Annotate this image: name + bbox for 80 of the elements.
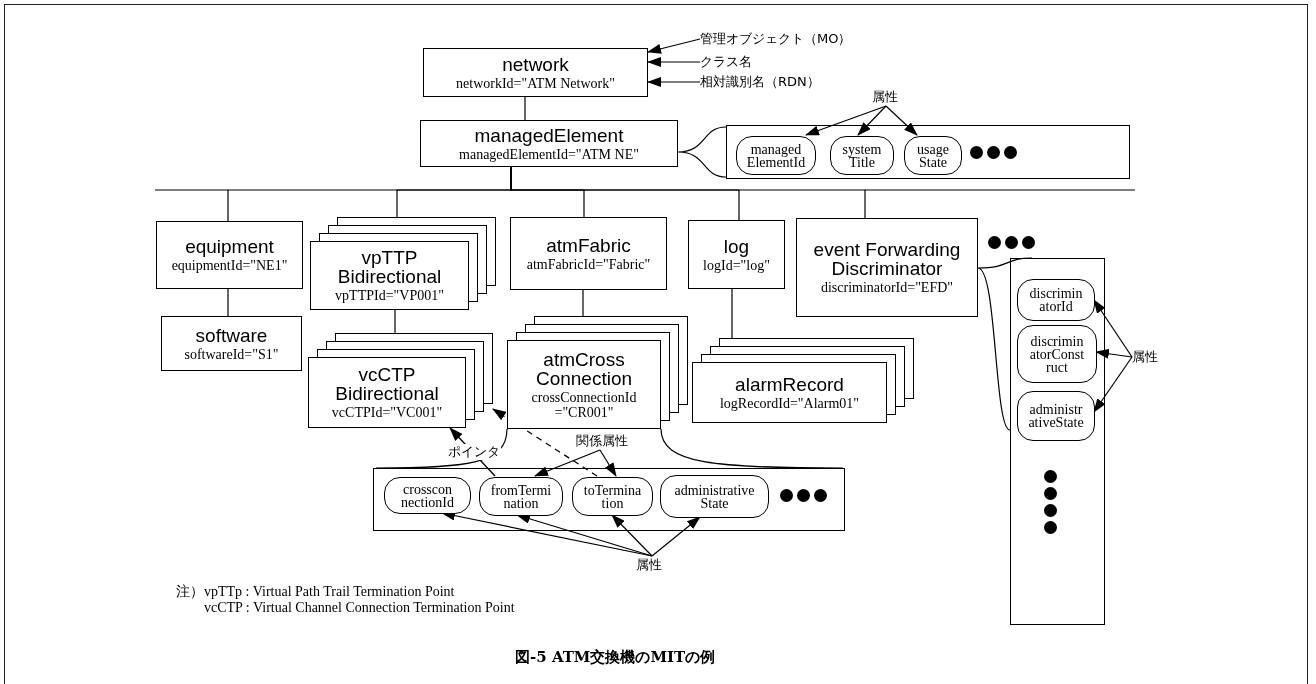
object-box [423,48,648,97]
instance-name: managedElementId="ATM NE" [459,146,639,162]
class-name: vpTTP Bidirectional [336,248,443,286]
arrow [885,105,918,136]
annotation-text: 属性 [636,556,674,574]
arrow [647,38,701,54]
class-name: network [502,54,569,74]
class-name: software [195,325,268,345]
arrow [647,57,701,67]
tree-line [227,288,229,317]
instance-name: networkId="ATM Network" [456,75,615,91]
attribute-pill: fromTermi nation [479,477,563,516]
arrow [805,105,887,136]
instance-name: vcCTPId="VC001" [331,405,443,420]
class-name: vcCTP Bidirectional [334,365,440,403]
arrow [1093,299,1133,358]
attribute-pill: crosscon nectionId [384,477,471,514]
callout-bracket [977,257,1033,431]
tree-line [731,288,733,339]
callout-bracket [677,126,727,178]
annotation-text: 関係属性 [576,432,654,450]
attribute-pill: toTermina tion [572,477,653,516]
instance-name: crossConnectionId ="CR001" [530,389,638,420]
object-box [161,316,302,371]
annotation-text: 属性 [872,88,908,106]
arrow [516,514,653,557]
object-box [420,120,678,167]
class-name: alarmRecord [735,374,844,394]
arrow [647,77,701,87]
attribute-pill: discrimin atorConst ruct [1017,325,1097,383]
instance-name: vpTTPId="VP001" [335,288,444,303]
instance-name: logRecordId="Alarm01" [719,395,860,411]
dashed-arrow [492,408,598,477]
class-name: equipment [185,237,274,256]
tree-line [394,309,396,334]
attribute-pill: system Title [830,136,894,175]
arrow [651,516,701,557]
arrow [1093,356,1133,413]
callout-bracket [375,428,844,469]
stacked-object-box [310,217,496,310]
stacked-object-box [308,333,493,428]
object-box [156,221,303,289]
class-name: managedElement [474,125,624,145]
attribute-panel [373,468,845,531]
arrow [857,105,887,136]
class-name: atmCross Connection [534,349,634,388]
edge-label: ポインタ [446,444,501,460]
arrow [611,514,653,557]
instance-name: equipmentId="NE1" [171,258,288,273]
instance-name: softwareId="S1" [184,346,279,362]
annotation-text: 管理オブジェクト（MO） [700,30,870,48]
annotation-text: 相対識別名（RDN） [700,73,850,91]
stacked-object-box [692,338,914,423]
object-box [796,218,978,317]
attribute-pill: administrative State [660,475,769,518]
arrow [1095,348,1133,359]
attribute-panel [1010,258,1105,625]
attribute-panel [726,125,1130,179]
arrow [534,449,601,477]
arrow [599,449,617,477]
class-name: event Forwarding Discriminator [812,240,962,278]
attribute-pill: discrimin atorId [1017,279,1095,321]
object-box [688,220,785,289]
tree-line [582,289,584,317]
attribute-pill: usage State [904,136,962,175]
attribute-pill: managed ElementId [736,136,816,175]
attribute-pill: administr ativeState [1017,391,1095,441]
instance-name: logId="log" [703,257,770,273]
instance-name: atmFabricId="Fabric" [526,256,651,272]
caption: 図-5 ATM交換機のMITの例 [515,648,716,667]
class-name: log [723,236,750,256]
tree-line [524,96,526,121]
annotation-text: クラス名 [700,53,770,71]
class-name: atmFabric [546,235,631,255]
footnote: vcCTP : Virtual Channel Connection Termination Point [204,600,515,616]
annotation-text: 属性 [1132,348,1168,366]
stacked-object-box [507,316,688,429]
footnote: 注）vpTTp : Virtual Path Trail Termination Point [176,583,455,601]
instance-name: discriminatorId="EFD" [820,280,954,295]
object-box [510,217,667,290]
